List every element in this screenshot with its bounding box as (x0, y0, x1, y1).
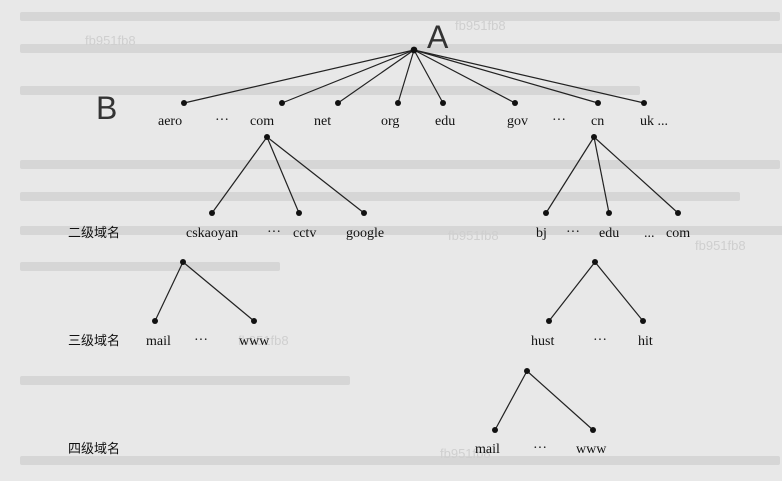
edges (154, 49, 679, 431)
ellipsis: ··· (267, 225, 281, 240)
watermark: fb951fb8 (238, 333, 289, 348)
node-cn-edu (606, 210, 612, 216)
watermark: fb951fb8 (440, 446, 491, 461)
watermark: fb951fb8 (85, 33, 136, 48)
label-hit: hit (638, 334, 653, 349)
annotation-a: A (427, 19, 449, 55)
label-org: org (381, 114, 399, 129)
nodes (152, 46, 681, 433)
node-cn-branch (591, 134, 597, 140)
top-level-labels: aero ··· com net org edu gov ··· cn uk .… (158, 113, 668, 129)
label-bj: bj (536, 226, 547, 241)
label-com: com (250, 114, 274, 129)
label-mail: mail (146, 334, 171, 349)
watermark: fb951fb8 (455, 18, 506, 33)
ellipsis: ··· (593, 333, 607, 348)
label-hust: hust (531, 334, 554, 349)
node-com (279, 100, 285, 106)
background-text-line (20, 376, 350, 385)
watermark: fb951fb8 (695, 238, 746, 253)
level-label-second: 二级域名 (68, 225, 120, 241)
node-mail (152, 318, 158, 324)
node-hust-branch (524, 368, 530, 374)
label-aero: aero (158, 114, 182, 129)
level-label-third: 三级域名 (68, 333, 120, 349)
root-node (410, 46, 418, 54)
node-cctv (296, 210, 302, 216)
node-cn-com (675, 210, 681, 216)
ellipsis: ··· (215, 113, 229, 128)
third-level-labels: mail ··· www hust ··· hit (146, 333, 653, 349)
ellipsis: ··· (566, 225, 580, 240)
label-edu: edu (435, 114, 455, 129)
node-aero (181, 100, 187, 106)
label-uk: uk ... (640, 114, 668, 129)
background-text-line (20, 262, 280, 271)
watermark: fb951fb8 (448, 228, 499, 243)
label-www: www (576, 442, 607, 457)
label-google: google (346, 226, 384, 241)
background-text-line (20, 226, 782, 235)
node-hust (546, 318, 552, 324)
label-com: com (666, 226, 690, 241)
label-edu: edu (599, 226, 619, 241)
label-gov: gov (507, 114, 528, 129)
node-edu (440, 100, 446, 106)
label-cskaoyan: cskaoyan (186, 226, 238, 241)
node-www (251, 318, 257, 324)
node-net (335, 100, 341, 106)
annotation-b: B (96, 90, 117, 126)
node-edu-branch (592, 259, 598, 265)
ellipsis: ··· (194, 333, 208, 348)
label-cctv: cctv (293, 226, 316, 241)
level-label-fourth: 四级域名 (68, 441, 120, 457)
node-com-branch (264, 134, 270, 140)
node-google (361, 210, 367, 216)
node-uk (641, 100, 647, 106)
node-hit (640, 318, 646, 324)
background-text-line (20, 86, 640, 95)
node-hust-www (590, 427, 596, 433)
node-org (395, 100, 401, 106)
label-cn: cn (591, 114, 604, 129)
label-mail: mail (475, 442, 500, 457)
second-level-labels: cskaoyan ··· cctv google bj ··· edu ... … (186, 225, 690, 241)
label-www: www (239, 334, 270, 349)
ellipsis: ... (644, 226, 655, 241)
ellipsis: ··· (533, 441, 547, 456)
background-text-line (20, 456, 780, 465)
background-text-line (20, 12, 780, 21)
background-text-line (20, 192, 740, 201)
node-cskaoyan-branch (180, 259, 186, 265)
background-text-line (20, 160, 780, 169)
ellipsis: ··· (552, 113, 566, 128)
node-gov (512, 100, 518, 106)
fourth-level-labels: mail ··· www (475, 441, 607, 457)
node-cskaoyan (209, 210, 215, 216)
node-hust-mail (492, 427, 498, 433)
background-text-line (20, 44, 782, 53)
node-bj (543, 210, 549, 216)
node-cn (595, 100, 601, 106)
label-net: net (314, 114, 331, 129)
